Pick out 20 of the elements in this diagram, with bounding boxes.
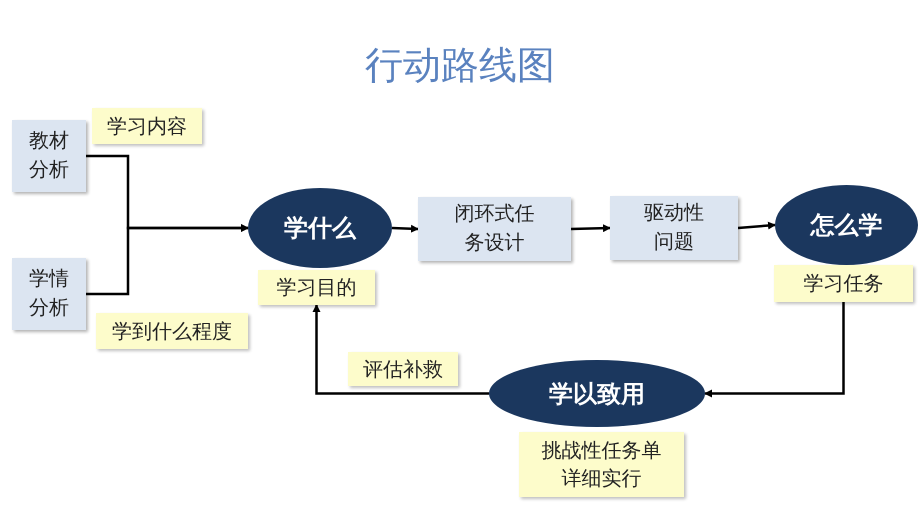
arrow [312, 304, 489, 395]
ellipse-node: 怎么学 [775, 185, 918, 265]
note-box: 评估补救 [348, 352, 458, 386]
process-box: 学情分析 [12, 258, 86, 330]
ellipse-node: 学以致用 [489, 360, 705, 427]
process-box: 驱动性问题 [610, 196, 738, 260]
ellipse-node: 学什么 [248, 188, 392, 268]
note-box: 学到什么程度 [96, 313, 248, 349]
arrow [570, 224, 611, 232]
process-box: 闭环式任务设计 [418, 197, 571, 261]
process-box: 教材分析 [12, 120, 86, 192]
note-box: 学习目的 [258, 270, 375, 305]
diagram-title: 行动路线图 [364, 44, 556, 89]
arrow [738, 222, 776, 230]
note-box: 挑战性任务单详细实行 [519, 432, 684, 497]
note-box: 学习任务 [774, 265, 913, 302]
note-box: 学习内容 [92, 108, 202, 144]
arrow [704, 302, 845, 398]
arrow [86, 224, 249, 296]
arrow [392, 224, 419, 233]
